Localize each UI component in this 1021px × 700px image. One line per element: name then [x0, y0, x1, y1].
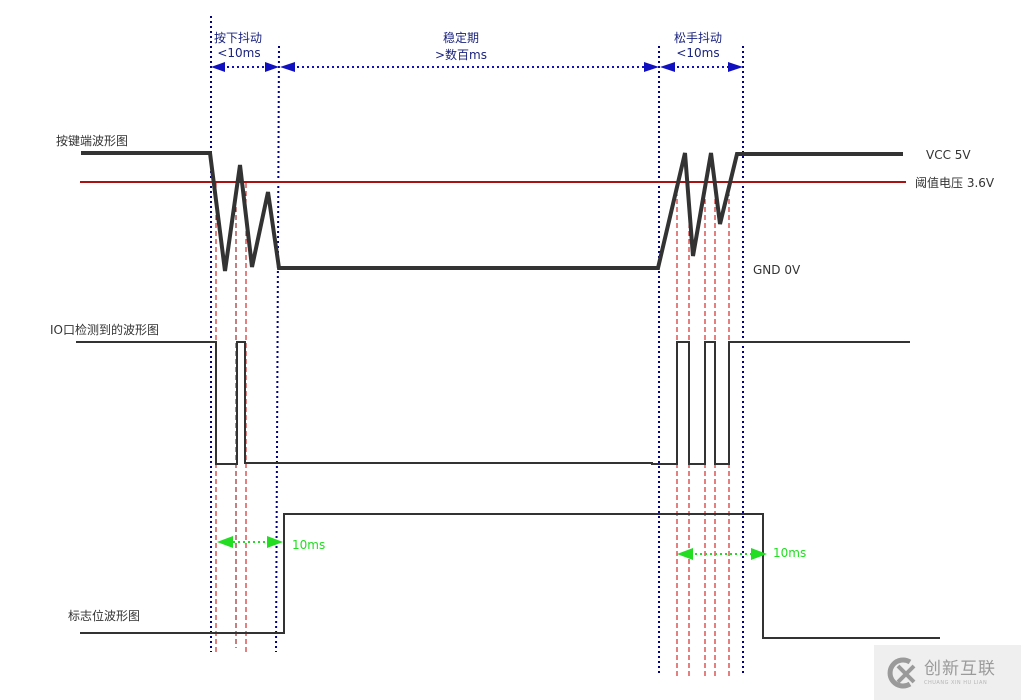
io-waveform [76, 341, 910, 465]
brand-name-en: CHUANG XIN HU LIAN [924, 679, 988, 686]
press-bounce-title: 按下抖动 [214, 31, 262, 45]
arrowhead-left [280, 62, 295, 72]
flag-waveform [80, 513, 940, 639]
arrowhead-right [728, 62, 743, 72]
flag-waveform-label: 标志位波形图 [68, 608, 140, 623]
release-bounce-title: 松手抖动 [674, 31, 722, 45]
press-delay-arrow [217, 536, 283, 548]
phase-boundary-lines [210, 16, 744, 676]
arrowhead-left [660, 62, 675, 72]
crossing-lines [215, 183, 730, 676]
release-bounce-duration: <10ms [676, 46, 719, 60]
release-delay-label: 10ms [773, 546, 806, 560]
boundary-press-end [275, 45, 280, 653]
phase-arrows [211, 62, 743, 72]
brand-logo-icon [887, 657, 916, 688]
arrowhead-right [751, 548, 767, 560]
release-delay-arrow [677, 548, 767, 560]
key-waveform-label: 按键端波形图 [56, 134, 128, 148]
key-waveform [81, 151, 903, 272]
stable-duration: >数百ms [435, 47, 487, 62]
arrowhead-right [265, 62, 279, 72]
vcc-label: VCC 5V [926, 148, 971, 162]
gnd-label: GND 0V [753, 263, 801, 277]
arrowhead-left [677, 548, 693, 560]
io-waveform-label: IO口检测到的波形图 [50, 322, 159, 337]
brand-name-cn: 创新互联 [924, 658, 996, 679]
arrowhead-left [217, 536, 233, 548]
watermark: 创新互联 CHUANG XIN HU LIAN [874, 645, 1021, 700]
press-delay-label: 10ms [292, 538, 325, 552]
press-bounce-duration: <10ms [217, 46, 260, 60]
arrowhead-left [211, 62, 225, 72]
threshold-label: 阈值电压 3.6V [915, 175, 995, 190]
arrowhead-right [267, 536, 283, 548]
arrowhead-right [644, 62, 659, 72]
stable-title: 稳定期 [443, 30, 479, 45]
